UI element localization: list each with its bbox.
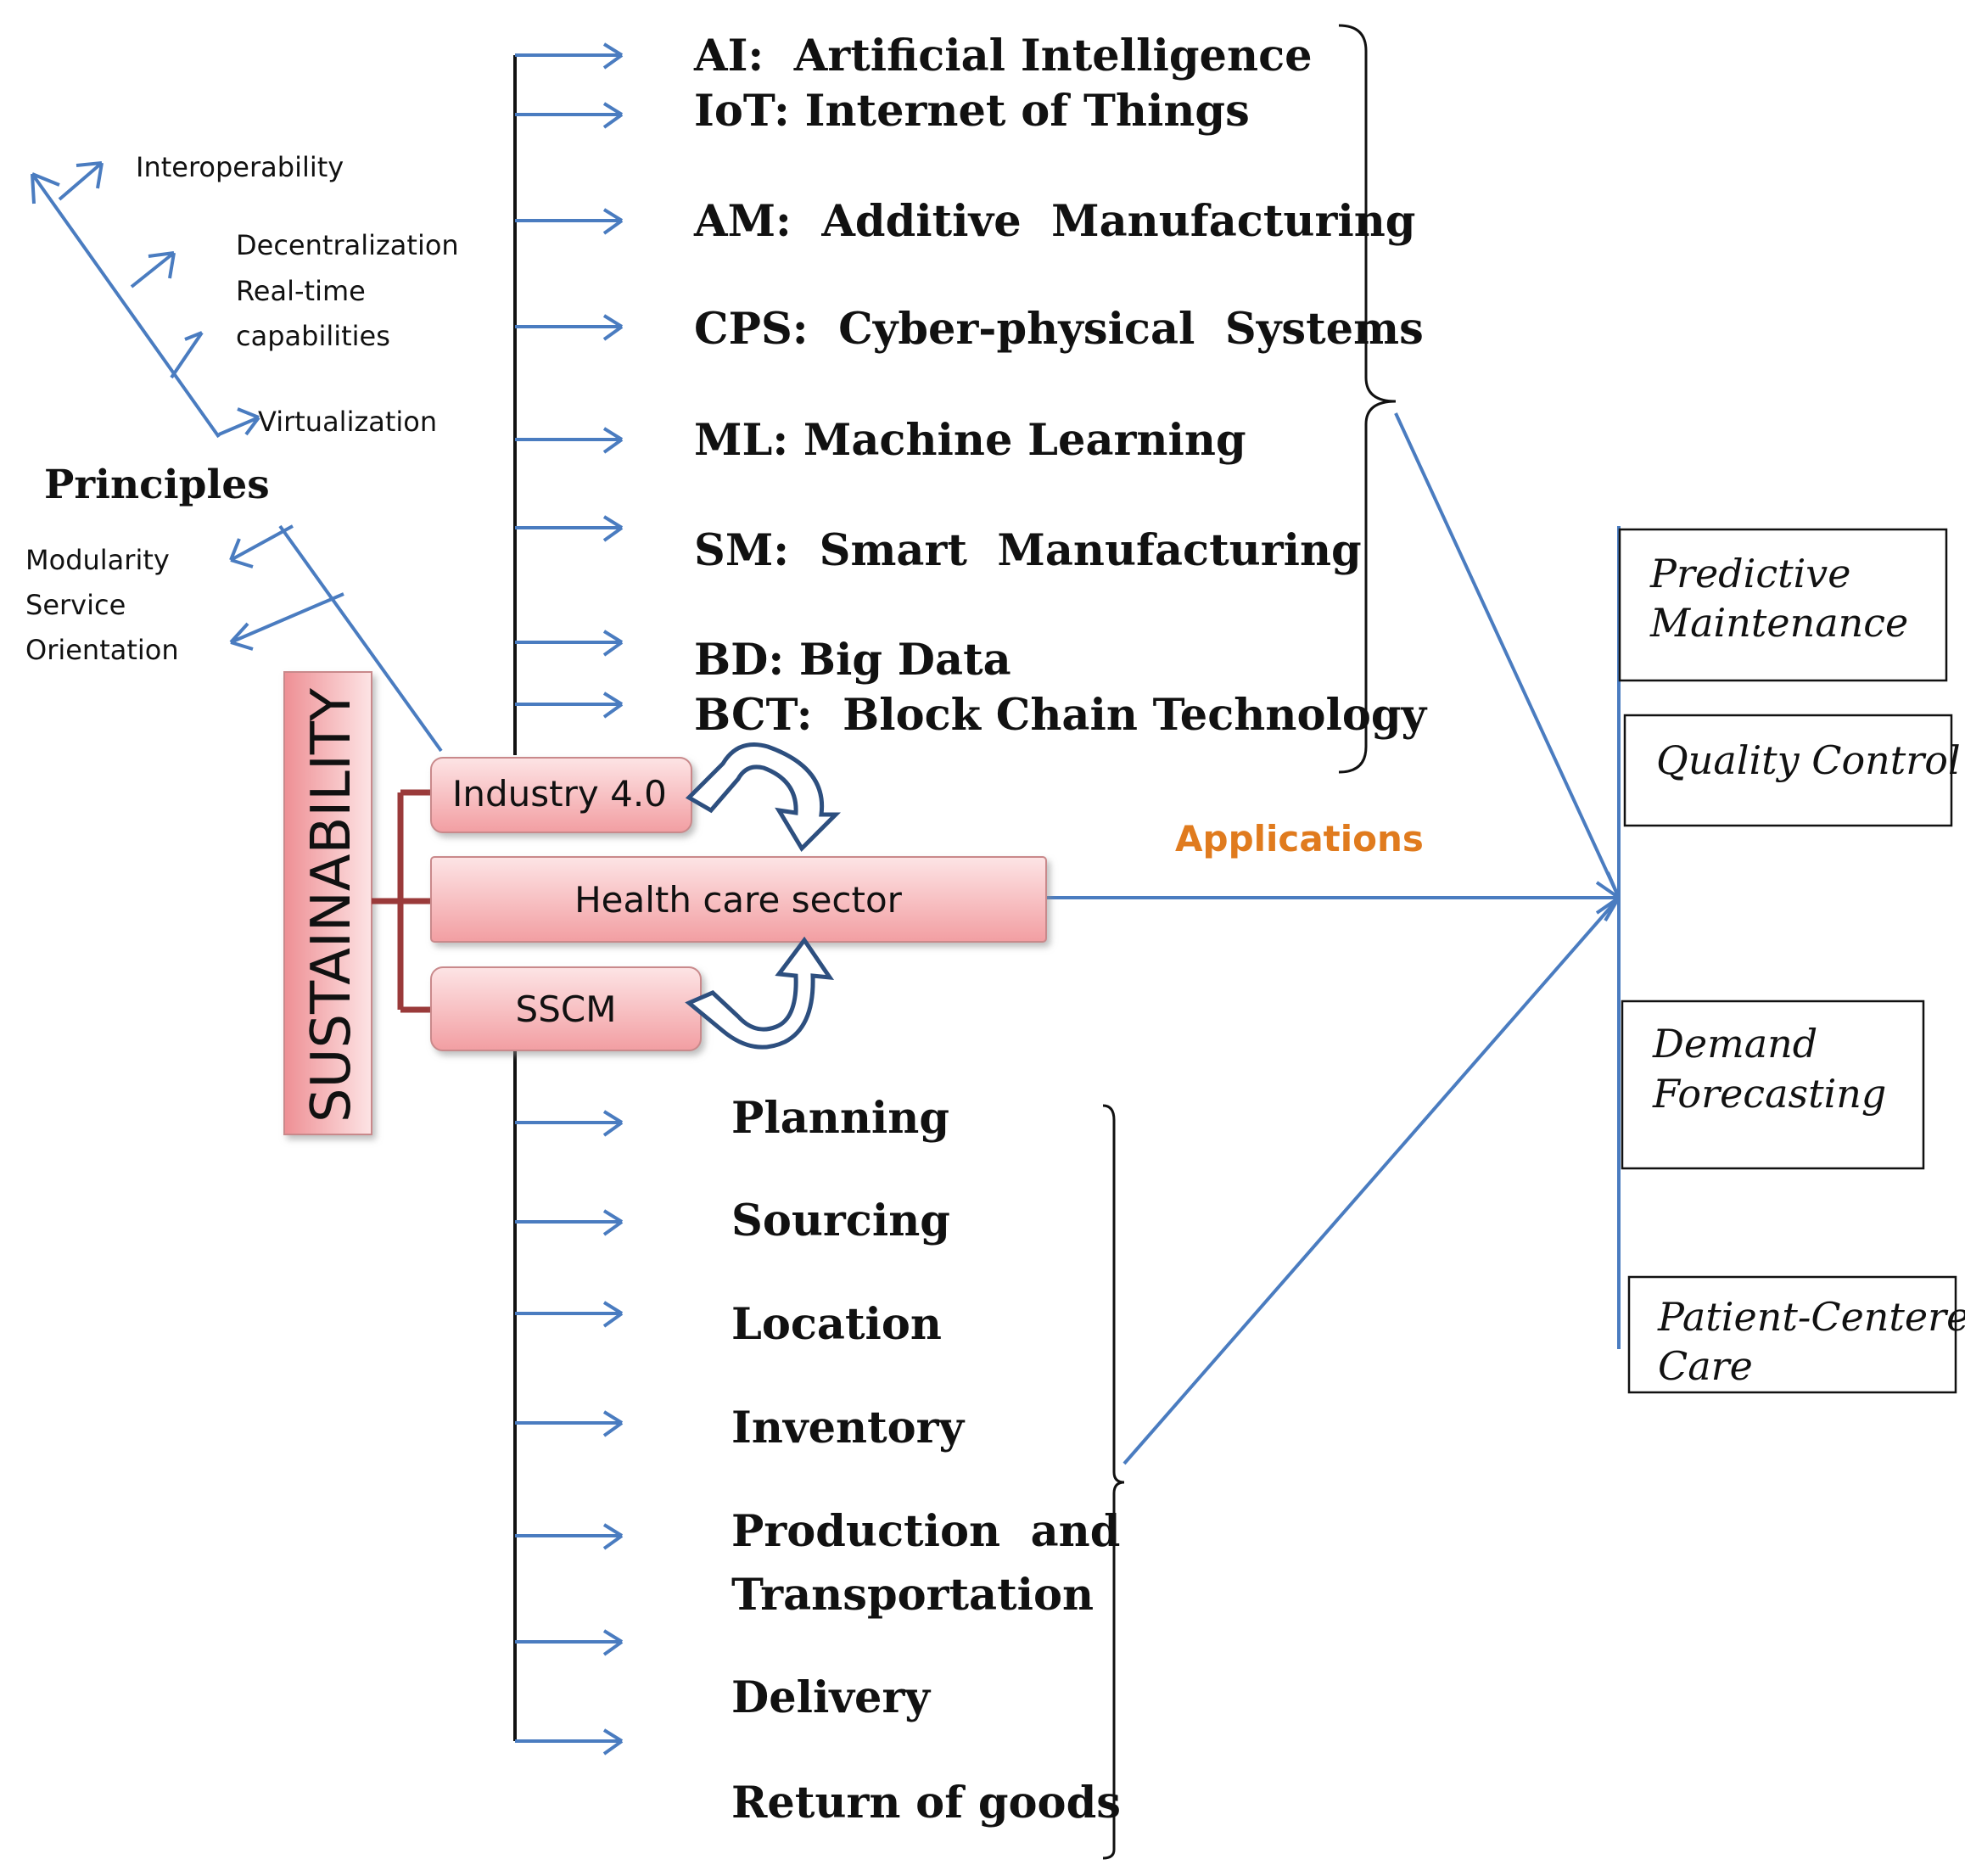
principle-modularity: Modularity [25,544,170,576]
tech-arrow [515,314,624,341]
app-quality-control: Quality Control [1623,714,1961,827]
scm-planning: Planning [731,1093,949,1144]
principles-spine-arrow [31,172,221,439]
app-patient-line2: Care [1658,1343,1753,1389]
industry-label: Industry 4.0 [452,773,667,815]
sscm-label: SSCM [516,988,617,1030]
tech-arrow [515,42,624,70]
app-predictive-line2: Maintenance [1649,600,1908,646]
principle-virtualization: Virtualization [258,406,437,438]
principles-lower-stem [278,524,443,753]
health-label: Health care sector [574,879,903,921]
scm-arrow [515,1209,624,1236]
principle-realtime: Real-time [236,275,366,307]
tech-arrow [515,208,624,235]
arrow-realtime [170,331,204,379]
sustainability-connector [372,789,431,1013]
tech-iot: IoT: Internet of Things [694,86,1250,137]
principle-service: Service [25,589,126,621]
app-demand-forecasting: Demand Forecasting [1621,1000,1925,1170]
tech-arrow [515,102,624,129]
arrow-virtualization [218,407,260,436]
applications-label: Applications [1175,818,1424,860]
tech-arrow [515,427,624,454]
supply-chain-to-applications-arrow [1122,896,1621,1465]
technology-list: AI: Artificial Intelligence IoT: Interne… [693,31,1428,741]
scm-production: Production and [731,1506,1120,1557]
arrow-modularity [229,524,294,568]
principle-decentralization: Decentralization [236,229,459,261]
supply-chain-arrows [515,1110,624,1756]
tech-am: AM: Additive Manufacturing [693,196,1415,247]
supply-chain-list: Planning Sourcing Location Inventory Pro… [731,1093,1121,1828]
tech-arrow [515,630,624,657]
scm-return: Return of goods [731,1778,1121,1828]
scm-delivery: Delivery [731,1672,931,1723]
industry-box: Industry 4.0 [430,757,692,833]
arrow-decentralization [130,251,176,288]
tech-sm: SM: Smart Manufacturing [694,525,1362,576]
applications-arrowhead [1604,871,1621,922]
tech-bd: BD: Big Data [694,635,1011,686]
scm-arrow [515,1110,624,1137]
technology-bracket [1338,24,1397,774]
app-predictive-maintenance: Predictive Maintenance [1618,528,1948,682]
tech-cps: CPS: Cyber-physical Systems [694,304,1424,355]
scm-inventory: Inventory [731,1403,966,1453]
sscm-box: SSCM [430,966,702,1051]
app-patient-line1: Patient-Centered [1657,1294,1965,1340]
scm-arrow [515,1629,624,1656]
principle-interoperability: Interoperability [136,151,344,183]
health-to-applications-arrow [1046,881,1621,915]
principle-capabilities: capabilities [236,320,390,352]
app-demand-line1: Demand [1652,1021,1817,1067]
supply-chain-bracket [1102,1104,1125,1860]
principle-orientation: Orientation [25,634,179,666]
scm-arrow [515,1301,624,1328]
scm-transportation: Transportation [731,1570,1094,1621]
scm-sourcing: Sourcing [731,1196,950,1246]
app-patient-centered-care: Patient-Centered Care [1627,1275,1965,1394]
tech-ml: ML: Machine Learning [694,415,1246,466]
sustainability-bar: SUSTAINABILITY [283,671,372,1135]
sustainability-label: SUSTAINABILITY [300,687,363,1123]
arrow-service-orientation [229,592,344,651]
tech-ai: AI: Artificial Intelligence [693,31,1313,81]
principles-title: Principles [44,462,270,508]
scm-arrow [515,1728,624,1756]
health-box: Health care sector [430,856,1047,943]
arrow-interoperability [58,161,104,201]
industry-to-health-curved-arrow [685,742,842,853]
app-predictive-line1: Predictive [1649,551,1851,596]
app-quality-line1: Quality Control [1656,737,1961,783]
scm-location: Location [731,1299,942,1350]
principles-group: Interoperability Decentralization Real-t… [25,151,459,753]
scm-arrow [515,1523,624,1550]
tech-bct: BCT: Block Chain Technology [694,690,1428,741]
scm-arrow [515,1410,624,1437]
sscm-to-health-curved-arrow [685,936,835,1050]
technology-to-applications-arrow [1394,412,1621,899]
tech-arrow [515,692,624,719]
technology-arrows [515,42,624,719]
app-demand-line2: Forecasting [1652,1071,1886,1117]
tech-arrow [515,515,624,542]
